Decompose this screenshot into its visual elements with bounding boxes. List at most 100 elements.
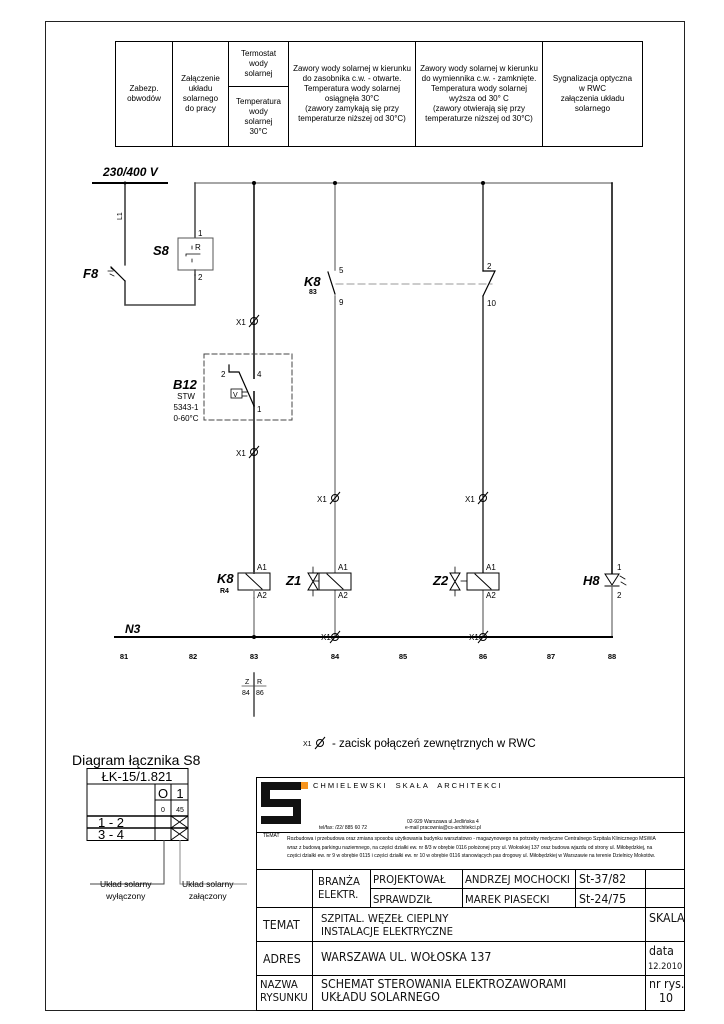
- b12-terminal-2: 2: [221, 370, 226, 379]
- s8-contact-label: R: [195, 243, 201, 252]
- date-value: 12.2010: [648, 962, 683, 972]
- project-description: Rozbudowa i przebudowa oraz zmiana sposo…: [287, 836, 656, 859]
- supply-label: 230/400 V: [102, 165, 159, 179]
- header-thermostat-top: Termostat wody solarnej: [229, 42, 288, 87]
- column-number: 85: [399, 652, 407, 661]
- phase-label: L1: [117, 212, 124, 220]
- z2-label: Z2: [432, 573, 449, 588]
- topic-label: TEMAT: [263, 918, 300, 932]
- address-value: WARSZAWA UL. WOŁOSKA 137: [321, 950, 492, 964]
- b12-sensor: [230, 388, 243, 399]
- k8-nc-contact: [482, 270, 496, 297]
- column-number: 82: [189, 652, 197, 661]
- terminal-x1-icon: [329, 630, 341, 644]
- column-number: 86: [479, 652, 487, 661]
- s8-terminal-2: 2: [198, 273, 203, 282]
- h8-terminal-1: 1: [617, 563, 622, 572]
- terminal-x1-icon: [248, 445, 260, 459]
- temat-small-label: TEMAT: [263, 833, 280, 839]
- s8-terminal-1: 1: [198, 229, 203, 238]
- b12-type: STW: [177, 392, 195, 401]
- k8-terminal-5: 5: [339, 266, 344, 275]
- header-col-protection: Zabezp. obwodów: [116, 42, 173, 146]
- angle-off: 0: [161, 807, 165, 814]
- k8-terminal-9: 9: [339, 298, 344, 307]
- topic-value: SZPITAL. WĘZEŁ CIEPLNY INSTALACJE ELEKTR…: [321, 912, 454, 938]
- k8-coil-label: K8: [217, 571, 234, 586]
- switch-table: [86, 768, 189, 841]
- branza: BRANŻA ELEKTR.: [318, 875, 360, 901]
- column-number: 83: [250, 652, 258, 661]
- column-number: 88: [608, 652, 616, 661]
- designed-by-label: PROJEKTOWAŁ: [373, 873, 446, 886]
- s8-label: S8: [153, 243, 170, 258]
- neutral-label: N3: [125, 622, 141, 636]
- company-email: e-mail pracownia@cs-architekci.pl: [405, 825, 481, 831]
- cross-ref-z: Z: [245, 679, 250, 686]
- cross-ref-z-value: 84: [242, 690, 250, 697]
- title-block: CHMIELEWSKI SKAŁA ARCHITEKCI tel/fax: /2…: [256, 777, 685, 1011]
- designed-by-name: ANDRZEJ MOCHOCKI: [465, 873, 570, 886]
- designed-by-license: St-37/82: [579, 872, 627, 886]
- drawing-number-value: 10: [659, 991, 674, 1005]
- contact-row: 3 - 4: [98, 827, 124, 842]
- position-on: 1: [176, 786, 183, 801]
- contact-row: 1 - 2: [98, 815, 124, 830]
- header-col-thermostat: Termostat wody solarnej Temperatura wody…: [229, 42, 289, 146]
- terminal-label: X1: [469, 633, 479, 642]
- wire-f8-s8: [124, 274, 196, 306]
- header-col-signal: Sygnalizacja optyczna w RWC załączenia u…: [543, 42, 642, 146]
- b12-terminal-1: 1: [257, 405, 262, 414]
- function-header-table: Zabezp. obwodów Załączenie układu solarn…: [115, 41, 643, 147]
- drawing-number-label: nr rys.: [649, 977, 685, 991]
- header-col-enable: Załączenie układu solarnego do pracy: [173, 42, 229, 146]
- b12-enclosure: [203, 353, 293, 421]
- z2-a2: A2: [486, 591, 496, 600]
- k8-contact-label: K8: [304, 274, 321, 289]
- switch-model: ŁK-15/1.821: [102, 769, 173, 784]
- company-address: 02-929 Warszawa ul.Jedlińska 4: [407, 819, 479, 825]
- label-system-off: Układ solarny wyłączony: [100, 879, 152, 901]
- switch-diagram: ŁK-15/1.821 O 1 0 45 1 - 2 3 - 4: [86, 768, 247, 885]
- terminal-x1-icon: [477, 491, 489, 505]
- contact-closed-mark: [170, 827, 189, 841]
- junction-dot: [252, 181, 256, 185]
- scale-label: SKALA: [649, 911, 685, 925]
- company-phone: tel/fax: /22/ 885 60 72: [319, 825, 368, 831]
- junction-dot: [481, 181, 485, 185]
- k8-a1: A1: [257, 563, 267, 572]
- header-text: Zawory wody solarnej w kierunku do zasob…: [293, 64, 411, 123]
- terminal-label: X1: [236, 449, 246, 458]
- cross-ref-r: R: [257, 679, 262, 686]
- z2-a1: A1: [486, 563, 496, 572]
- h8-lamp-icon: [604, 573, 620, 586]
- z1-a2: A2: [338, 591, 348, 600]
- s8-contact-symbol: [185, 245, 201, 263]
- legend-terminal-label: X1: [303, 741, 312, 748]
- header-text: Zawory wody solarnej w kierunku do wymie…: [420, 64, 538, 123]
- terminal-label: X1: [465, 495, 475, 504]
- header-col-valves-closed: Zawory wody solarnej w kierunku do wymie…: [416, 42, 543, 146]
- checked-by-name: MAREK PIASECKI: [465, 893, 550, 906]
- k8-a2: A2: [257, 591, 267, 600]
- terminal-x1-icon: [329, 491, 341, 505]
- terminal-label: X1: [236, 318, 246, 327]
- checked-by-label: SPRAWDZIŁ: [373, 893, 432, 906]
- k8-terminal-10: 10: [487, 299, 496, 308]
- header-text: Zabezp. obwodów: [127, 84, 161, 103]
- terminal-x1-icon: [477, 630, 489, 644]
- title-grid: BRANŻA ELEKTR. PROJEKTOWAŁ ANDRZEJ MOCHO…: [257, 869, 685, 1010]
- z2-valve-icon: [449, 572, 461, 591]
- header-thermostat-bottom: Temperatura wody solarnej 30°C: [229, 87, 288, 146]
- drawing-name-label: NAZWA RYSUNKU: [260, 978, 308, 1004]
- b12-terminal-4: 4: [257, 370, 262, 379]
- contact-closed-mark: [170, 815, 189, 829]
- header-text: Temperatura wody solarnej 30°C: [236, 96, 281, 136]
- terminal-label: X1: [321, 633, 331, 642]
- h8-light-rays: [619, 575, 627, 586]
- k8-no-contact: [327, 271, 336, 295]
- z1-label: Z1: [285, 573, 301, 588]
- position-off: O: [158, 786, 168, 801]
- f8-thermal-icon: [107, 267, 116, 277]
- h8-terminal-2: 2: [617, 591, 622, 600]
